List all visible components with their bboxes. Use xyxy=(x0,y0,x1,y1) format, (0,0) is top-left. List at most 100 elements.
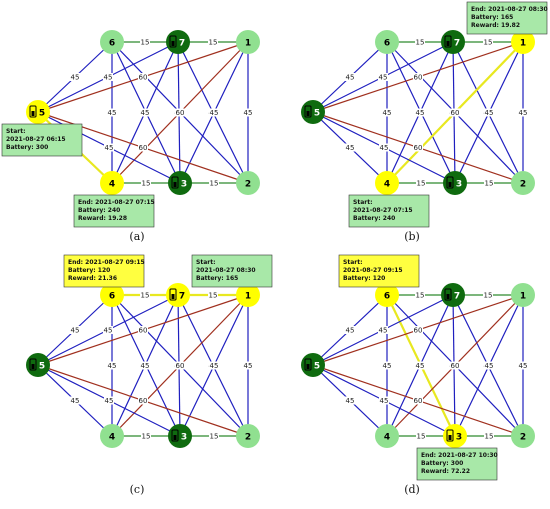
edge-label-bg xyxy=(140,361,150,370)
node-label-1: 1 xyxy=(520,292,526,302)
drone-icon xyxy=(446,176,454,189)
info-box-line: 2021-08-27 07:15 xyxy=(353,207,413,214)
edge-weight-5-6: 45 xyxy=(346,74,355,82)
drone-icon xyxy=(444,35,452,48)
info-box-line: End: 2021-08-27 07:15 xyxy=(78,199,155,206)
edge-label-bg xyxy=(107,108,117,117)
info-box-line: Start: xyxy=(196,259,215,266)
edge-weight-6-7: 15 xyxy=(141,39,150,47)
edge-weight-6-4: 45 xyxy=(383,109,392,117)
edge-weight-5-3: 45 xyxy=(380,144,389,152)
edge-weight-6-7: 15 xyxy=(141,292,150,300)
edge-label-bg xyxy=(70,396,80,405)
drone-icon xyxy=(304,358,312,371)
edge-weight-3-2: 15 xyxy=(210,433,219,441)
drone-icon xyxy=(29,358,37,371)
edge-label-bg xyxy=(107,361,117,370)
edge-weight-1-4: 60 xyxy=(176,109,185,117)
node-label-2: 2 xyxy=(520,433,526,443)
edge-label-bg xyxy=(175,108,185,117)
edge-label-bg xyxy=(345,73,355,81)
node-4 xyxy=(375,424,399,448)
edge-label-bg xyxy=(103,326,113,334)
drone-icon xyxy=(169,288,177,301)
node-label-2: 2 xyxy=(245,180,251,190)
info-box-line: End: 2021-08-27 09:15 xyxy=(68,259,145,266)
node-label-7: 7 xyxy=(454,39,460,49)
edge-weight-7-1: 15 xyxy=(209,292,218,300)
edge-weight-6-4: 45 xyxy=(108,109,117,117)
edge-weight-1-3: 45 xyxy=(485,362,494,370)
node-2 xyxy=(236,424,260,448)
drone-icon xyxy=(171,429,179,442)
edge-label-bg xyxy=(140,108,150,117)
panel-caption-d: (d) xyxy=(404,483,420,496)
edge-weight-5-6: 45 xyxy=(346,327,355,335)
edge-weight-1-2: 45 xyxy=(519,109,528,117)
edge-label-bg xyxy=(345,326,355,334)
panel-caption-a: (a) xyxy=(129,230,144,243)
edge-label-bg xyxy=(209,108,219,117)
edge-weight-1-3: 45 xyxy=(210,362,219,370)
edge-weight-5-2: 60 xyxy=(414,397,423,405)
info-box-line: Battery: 165 xyxy=(471,14,513,21)
edge-label-bg xyxy=(140,291,150,299)
node-label-4: 4 xyxy=(109,433,115,443)
edge-label-bg xyxy=(382,108,392,117)
edge-weight-7-1: 15 xyxy=(209,39,218,47)
edge-label-bg xyxy=(450,108,460,117)
panel-a: 1515151545454545454545604545456045456012… xyxy=(1,30,260,243)
edge-weight-3-2: 15 xyxy=(485,433,494,441)
edge-weight-1-4: 60 xyxy=(451,109,460,117)
edge-weight-5-2: 60 xyxy=(139,397,148,405)
edge-weight-6-4: 45 xyxy=(108,362,117,370)
edge-weight-1-2: 45 xyxy=(519,362,528,370)
edge-weight-1-3: 45 xyxy=(485,109,494,117)
node-4 xyxy=(375,171,399,195)
edge-label-bg xyxy=(209,179,219,187)
info-box-line: 2021-08-27 08:30 xyxy=(196,267,256,274)
edge-weight-7-4: 45 xyxy=(141,362,150,370)
node-6 xyxy=(375,283,399,307)
edge-label-bg xyxy=(416,179,426,187)
edge-weight-6-4: 45 xyxy=(383,362,392,370)
edge-label-bg xyxy=(70,73,80,81)
edge-label-bg xyxy=(450,361,460,370)
edge-weight-5-2: 60 xyxy=(414,144,423,152)
edge-label-bg xyxy=(243,108,253,117)
info-box-line: Reward: 72.22 xyxy=(421,468,470,475)
node-6 xyxy=(375,30,399,54)
panel-d: 1515151545454545454545604545456045456012… xyxy=(301,254,535,496)
node-label-5: 5 xyxy=(314,362,320,372)
node-label-7: 7 xyxy=(179,292,185,302)
node-label-1: 1 xyxy=(245,292,251,302)
node-1 xyxy=(511,283,535,307)
node-2 xyxy=(511,171,535,195)
node-label-3: 3 xyxy=(456,180,462,190)
edge-weight-4-3: 15 xyxy=(142,433,151,441)
edge-weight-7-4: 45 xyxy=(141,109,150,117)
info-box-line: 2021-08-27 06:15 xyxy=(6,136,66,143)
node-label-3: 3 xyxy=(456,433,462,443)
edge-label-bg xyxy=(138,326,148,334)
edge-label-bg xyxy=(379,396,389,405)
edge-label-bg xyxy=(138,143,148,152)
node-1 xyxy=(236,30,260,54)
edge-label-bg xyxy=(140,38,150,46)
edge-weight-5-4: 45 xyxy=(71,397,80,405)
edge-label-bg xyxy=(379,143,389,152)
node-label-6: 6 xyxy=(109,292,115,302)
node-label-6: 6 xyxy=(109,39,115,49)
node-label-4: 4 xyxy=(384,180,390,190)
edge-weight-7-1: 15 xyxy=(484,292,493,300)
edge-weight-5-3: 45 xyxy=(105,397,114,405)
edge-label-bg xyxy=(484,179,494,187)
info-box-line: Reward: 19.28 xyxy=(78,215,127,222)
edge-weight-1-3: 45 xyxy=(210,109,219,117)
edge-weight-1-2: 45 xyxy=(244,109,253,117)
